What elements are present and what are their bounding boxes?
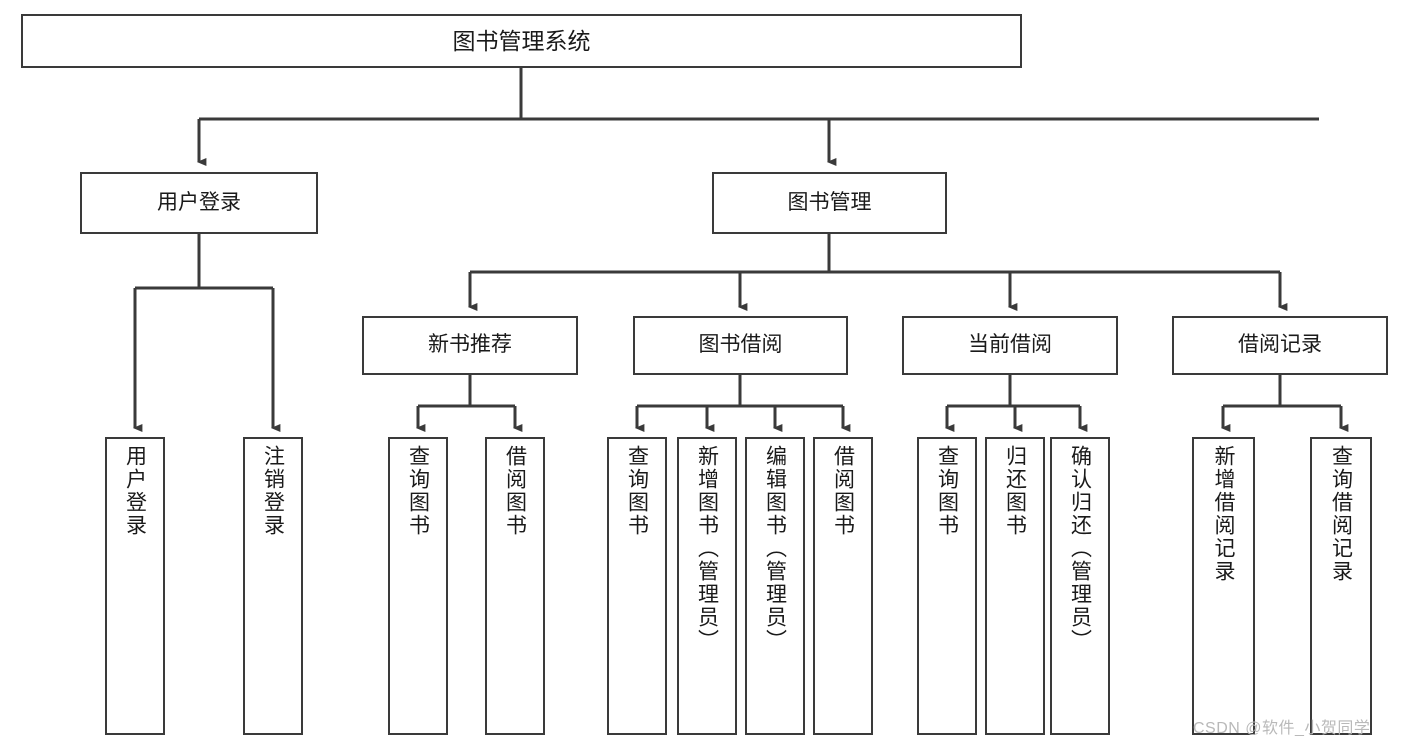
leaf-query-book-borrow[interactable]: 查询图书 <box>607 437 667 735</box>
leaf-query-book-current[interactable]: 查询图书 <box>917 437 977 735</box>
leaf-logout[interactable]: 注销登录 <box>243 437 303 735</box>
node-current-borrow-label: 当前借阅 <box>968 333 1052 357</box>
node-borrow-record[interactable]: 借阅记录 <box>1172 316 1388 375</box>
node-borrow-record-label: 借阅记录 <box>1238 333 1322 357</box>
node-book-borrow-label: 图书借阅 <box>698 333 783 357</box>
watermark: CSDN @软件_小贺同学 <box>1193 720 1371 737</box>
leaf-label: 注销登录 <box>261 445 285 537</box>
leaf-label: 借阅图书 <box>503 445 527 537</box>
leaf-label: 编辑图书（管理员） <box>763 445 787 652</box>
leaf-label: 查询图书 <box>406 445 430 537</box>
node-user-login[interactable]: 用户登录 <box>80 172 318 234</box>
leaf-label: 查询图书 <box>935 445 959 537</box>
leaf-label: 新增图书（管理员） <box>695 445 719 652</box>
node-root[interactable]: 图书管理系统 <box>21 14 1022 68</box>
leaf-confirm-return-admin[interactable]: 确认归还（管理员） <box>1050 437 1110 735</box>
node-book-borrow[interactable]: 图书借阅 <box>633 316 848 375</box>
leaf-label: 借阅图书 <box>831 445 855 537</box>
leaf-label: 查询图书 <box>625 445 649 537</box>
node-new-book-recommend-label: 新书推荐 <box>428 333 512 357</box>
leaf-label: 确认归还（管理员） <box>1068 445 1092 652</box>
node-user-login-label: 用户登录 <box>157 190 241 214</box>
leaf-borrow-book-recommend[interactable]: 借阅图书 <box>485 437 545 735</box>
leaf-user-login[interactable]: 用户登录 <box>105 437 165 735</box>
leaf-label: 查询借阅记录 <box>1329 445 1353 583</box>
leaf-add-borrow-record[interactable]: 新增借阅记录 <box>1192 437 1255 735</box>
leaf-query-borrow-record[interactable]: 查询借阅记录 <box>1310 437 1372 735</box>
leaf-label: 用户登录 <box>123 445 147 537</box>
leaf-edit-book-admin[interactable]: 编辑图书（管理员） <box>745 437 805 735</box>
node-new-book-recommend[interactable]: 新书推荐 <box>362 316 578 375</box>
node-root-label: 图书管理系统 <box>452 27 591 54</box>
leaf-return-book[interactable]: 归还图书 <box>985 437 1045 735</box>
leaf-label: 归还图书 <box>1003 445 1027 537</box>
leaf-label: 新增借阅记录 <box>1212 445 1235 583</box>
node-book-management[interactable]: 图书管理 <box>712 172 947 234</box>
node-current-borrow[interactable]: 当前借阅 <box>902 316 1118 375</box>
leaf-query-book-recommend[interactable]: 查询图书 <box>388 437 448 735</box>
leaf-add-book-admin[interactable]: 新增图书（管理员） <box>677 437 737 735</box>
leaf-borrow-book[interactable]: 借阅图书 <box>813 437 873 735</box>
node-book-management-label: 图书管理 <box>787 190 872 214</box>
